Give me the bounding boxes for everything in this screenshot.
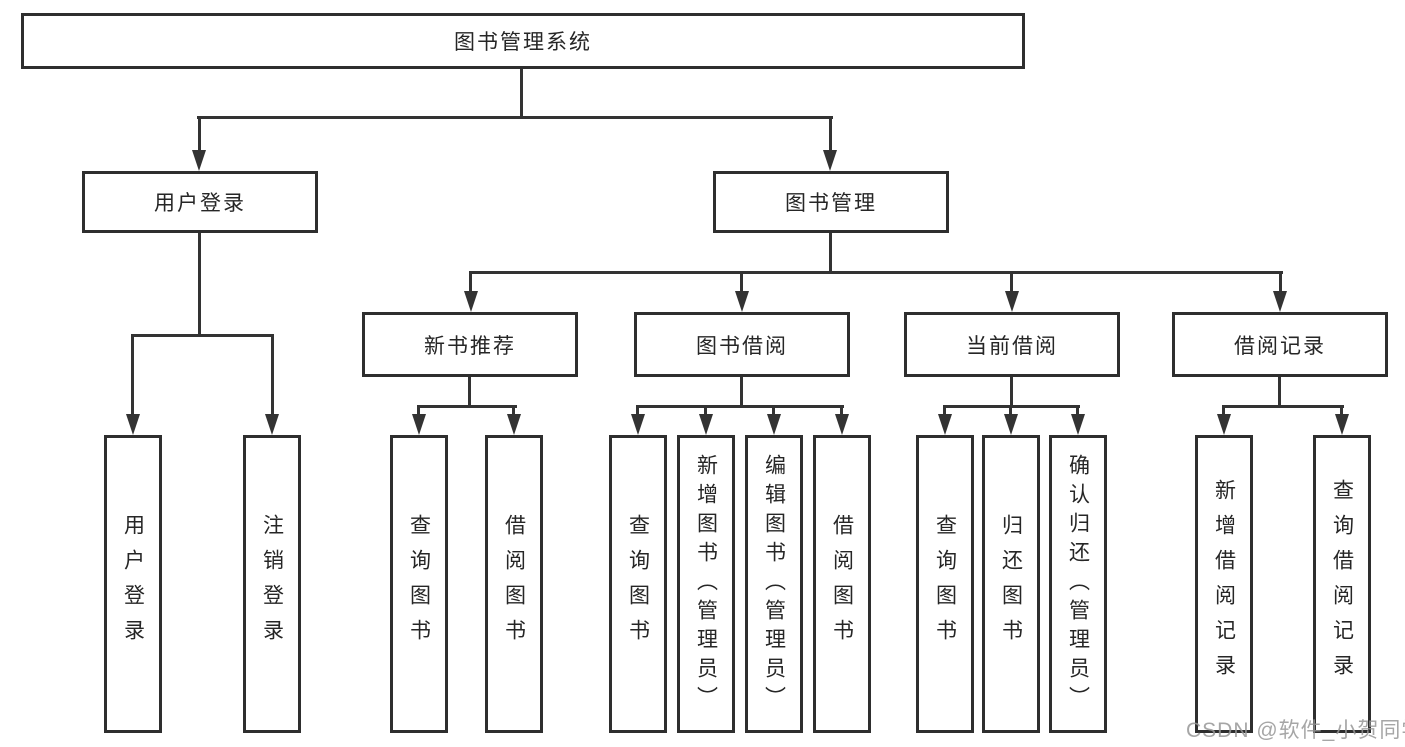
arrowhead-borrow-records <box>1273 291 1287 312</box>
leaf-label: 新增借阅记录 <box>1212 479 1236 689</box>
node-new-book-recommend: 新书推荐 <box>362 312 578 377</box>
leaf-query-books-current: 查询图书 <box>916 435 974 733</box>
leaf-label: 查询图书 <box>407 514 431 654</box>
arrowhead-leaf <box>631 414 645 435</box>
connector-leaf-drop <box>1076 405 1079 417</box>
node-book-borrow: 图书借阅 <box>634 312 850 377</box>
connector-drop-leaf-logout <box>271 334 274 416</box>
leaf-add-borrow-record: 新增借阅记录 <box>1195 435 1253 733</box>
connector-drop-book-borrow <box>740 271 743 293</box>
connector-current-borrow-stem <box>1010 377 1013 407</box>
node-label: 图书管理系统 <box>454 31 592 54</box>
arrowhead-new-books <box>464 291 478 312</box>
leaf-label: 借阅图书 <box>830 514 854 654</box>
connector-leaf-drop <box>636 405 639 417</box>
leaf-label: 借阅图书 <box>502 514 526 654</box>
csdn-watermark: CSDN @软件_小贺同学 <box>1186 719 1405 742</box>
leaf-label: 注销登录 <box>260 514 284 654</box>
leaf-borrow-books-recommend: 借阅图书 <box>485 435 543 733</box>
connector-borrow-records-leaf-rail <box>1222 405 1344 408</box>
leaf-borrow-books: 借阅图书 <box>813 435 871 733</box>
connector-level3-rail <box>469 271 1283 274</box>
leaf-label: 归还图书 <box>999 514 1023 654</box>
leaf-add-books-admin: 新增图书（管理员） <box>677 435 735 733</box>
connector-leaf-drop <box>512 405 515 417</box>
leaf-label: 查询图书 <box>626 514 650 654</box>
node-label: 图书管理 <box>785 192 877 215</box>
connector-drop-current-borrow <box>1010 271 1013 293</box>
connector-drop-user-login <box>198 116 201 152</box>
connector-leaf-drop <box>417 405 420 417</box>
arrowhead-leaf <box>1004 414 1018 435</box>
arrowhead-leaf <box>1071 414 1085 435</box>
connector-new-books-stem <box>468 377 471 407</box>
connector-drop-borrow-records <box>1279 271 1282 293</box>
connector-leaf-drop <box>1340 405 1343 417</box>
connector-leaf-drop <box>1222 405 1225 417</box>
arrowhead-leaf <box>1335 414 1349 435</box>
node-current-borrow: 当前借阅 <box>904 312 1120 377</box>
leaf-logout: 注销登录 <box>243 435 301 733</box>
leaf-query-books-recommend: 查询图书 <box>390 435 448 733</box>
connector-drop-book-management <box>829 116 832 152</box>
connector-new-books-leaf-rail <box>417 405 517 408</box>
arrowhead-leaf <box>699 414 713 435</box>
connector-book-borrow-leaf-rail <box>636 405 844 408</box>
leaf-label: 新增图书（管理员） <box>694 453 718 715</box>
connector-user-login-stem <box>198 233 201 337</box>
connector-leaf-drop <box>1009 405 1012 417</box>
leaf-label: 查询借阅记录 <box>1330 479 1354 689</box>
connector-level2-rail <box>197 116 833 119</box>
connector-user-login-rail <box>131 334 274 337</box>
leaf-label: 编辑图书（管理员） <box>762 453 786 715</box>
leaf-user-login: 用户登录 <box>104 435 162 733</box>
arrowhead-book-management <box>823 150 837 171</box>
leaf-return-books: 归还图书 <box>982 435 1040 733</box>
arrowhead-leaf <box>1217 414 1231 435</box>
arrowhead-current-borrow <box>1005 291 1019 312</box>
connector-leaf-drop <box>704 405 707 417</box>
connector-drop-leaf-login <box>131 334 134 416</box>
node-label: 借阅记录 <box>1234 334 1326 358</box>
arrowhead-user-login <box>192 150 206 171</box>
node-book-management: 图书管理 <box>713 171 949 233</box>
connector-root-stem <box>520 69 523 117</box>
node-root-library-system: 图书管理系统 <box>21 13 1025 69</box>
leaf-query-books-borrow: 查询图书 <box>609 435 667 733</box>
node-user-login: 用户登录 <box>82 171 318 233</box>
node-label: 新书推荐 <box>424 334 516 358</box>
connector-drop-new-books <box>469 271 472 293</box>
leaf-label: 查询图书 <box>933 514 957 654</box>
arrowhead-leaf <box>835 414 849 435</box>
connector-leaf-drop <box>943 405 946 417</box>
connector-book-management-stem <box>829 233 832 274</box>
arrowhead-leaf <box>767 414 781 435</box>
node-label: 用户登录 <box>154 192 246 215</box>
connector-leaf-drop <box>840 405 843 417</box>
arrowhead-leaf-logout <box>265 414 279 435</box>
connector-book-borrow-stem <box>740 377 743 407</box>
arrowhead-book-borrow <box>735 291 749 312</box>
arrowhead-leaf <box>938 414 952 435</box>
connector-borrow-records-stem <box>1278 377 1281 407</box>
leaf-label: 用户登录 <box>121 514 145 654</box>
arrowhead-leaf-login <box>126 414 140 435</box>
node-label: 图书借阅 <box>696 334 788 358</box>
leaf-edit-books-admin: 编辑图书（管理员） <box>745 435 803 733</box>
arrowhead-leaf <box>412 414 426 435</box>
connector-leaf-drop <box>772 405 775 417</box>
node-label: 当前借阅 <box>966 334 1058 358</box>
node-borrow-records: 借阅记录 <box>1172 312 1388 377</box>
leaf-confirm-return-admin: 确认归还（管理员） <box>1049 435 1107 733</box>
leaf-label: 确认归还（管理员） <box>1066 453 1090 715</box>
arrowhead-leaf <box>507 414 521 435</box>
leaf-query-borrow-record: 查询借阅记录 <box>1313 435 1371 733</box>
